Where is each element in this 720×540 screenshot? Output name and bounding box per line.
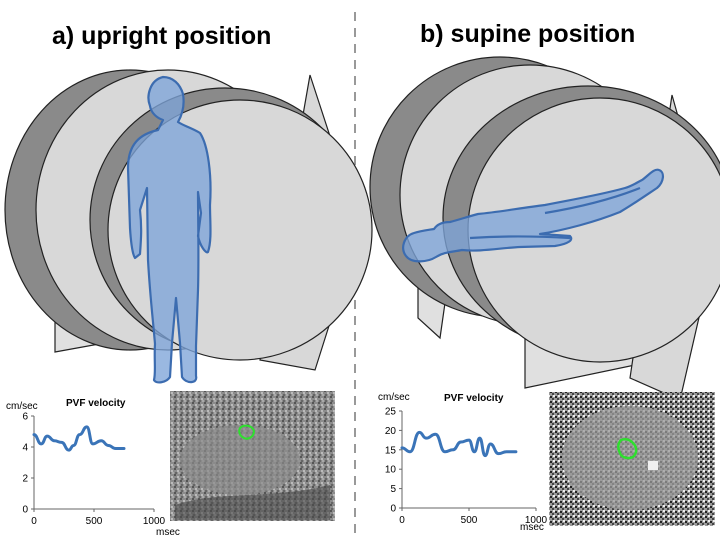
- velocity-chart-a: cm/sec PVF velocity msec 0 2 4 6 0 500 1000: [6, 398, 180, 538]
- supine-body: [402, 168, 664, 263]
- chart-a-title: PVF velocity: [66, 398, 126, 409]
- mri-image-a-shadow: [175, 485, 330, 520]
- chart-a-ytick-label: 0: [22, 505, 28, 516]
- chart-b-title: PVF velocity: [444, 393, 504, 404]
- standing-body: [126, 75, 212, 384]
- chart-b-ytick-label: 0: [390, 504, 396, 515]
- mri-image-b-roi: [617, 438, 638, 460]
- chart-b-xtick-label: 0: [399, 515, 405, 526]
- chart-b-xlabel: msec: [520, 522, 544, 533]
- chart-a-xtick-label: 500: [86, 516, 103, 527]
- chart-a-ytick-label: 2: [22, 474, 28, 485]
- chart-a-ytick-label: 4: [22, 443, 28, 454]
- mri-image-a-roi: [238, 424, 256, 440]
- chart-b-ytick-label: 5: [390, 484, 396, 495]
- panel-a-title: a) upright position: [52, 22, 272, 50]
- supine-body-arm-line: [469, 235, 571, 240]
- chart-b-xtick-label: 1000: [525, 515, 548, 526]
- mri-image-a: [170, 391, 335, 521]
- chart-a-ytick-label: 6: [22, 412, 28, 423]
- chart-b-series-line: [400, 430, 518, 458]
- chart-b-ytick-label: 25: [385, 407, 397, 418]
- chart-b-ylabel: cm/sec: [378, 392, 410, 403]
- chart-a-series-line: [32, 425, 126, 452]
- chart-a-xtick-label: 1000: [143, 516, 166, 527]
- chart-b-ytick-label: 15: [385, 445, 397, 456]
- chart-a-ylabel: cm/sec: [6, 401, 38, 412]
- chart-b-ytick-label: 10: [385, 465, 397, 476]
- supine-body-silhouette: [402, 168, 664, 263]
- chart-b-xtick-label: 500: [461, 515, 478, 526]
- mri-image-a-field: [180, 425, 300, 495]
- mri-image-b: [549, 392, 715, 526]
- chart-b-ytick-label: 20: [385, 426, 397, 437]
- velocity-chart-b: cm/sec PVF velocity msec 0 5 10 15 20 25 0 500 1…: [378, 392, 548, 533]
- standing-body-silhouette: [126, 75, 212, 384]
- supine-body-leg-line: [544, 186, 641, 215]
- panel-b-title: b) supine position: [420, 20, 636, 48]
- mri-image-b-bright-spot: [648, 461, 658, 470]
- chart-a-xlabel: msec: [156, 527, 180, 538]
- chart-a-xtick-label: 0: [31, 516, 37, 527]
